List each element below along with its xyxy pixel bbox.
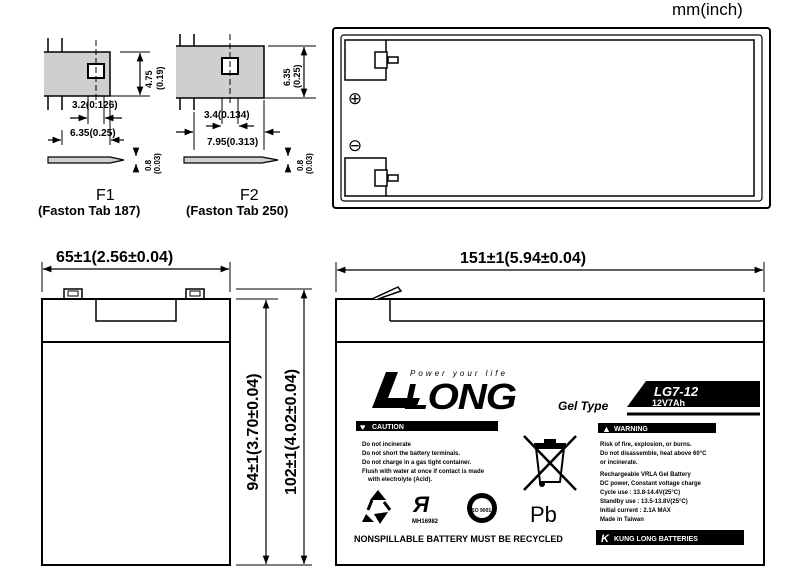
caution-item: Do not incinerate [362, 442, 412, 448]
length-dimension: 151±1(5.94±0.04) [460, 250, 586, 267]
warning-line: or incinerate. [600, 460, 638, 466]
warning-line: Cycle use : 13.8-14.4V(25°C) [600, 490, 680, 496]
caution-item: Do not short the battery terminals. [362, 451, 460, 457]
caution-icon: ♥ [360, 422, 365, 432]
caution-list: Do not incinerate Do not short the batte… [362, 442, 485, 483]
recycle-notice: NONSPILLABLE BATTERY MUST BE RECYCLED [354, 534, 563, 544]
spec-label: 12V7Ah [652, 398, 685, 408]
warning-line: Standby use : 13.5-13.8V(25°C) [600, 499, 688, 505]
f1-dim-thick-inch: (0.03) [153, 153, 162, 174]
battery-label: Power your life LONG Gel Type LG7-12 12V… [354, 369, 760, 545]
iso-mark: ISO 9001 [470, 508, 491, 514]
f1-name: F1 [96, 187, 115, 204]
unit-label: mm(inch) [672, 0, 743, 19]
f2-caption: (Faston Tab 250) [186, 203, 288, 218]
f2-dim-width: 7.95(0.313) [207, 137, 258, 148]
warning-triangle-icon: ▲ [602, 424, 611, 434]
caution-title: CAUTION [372, 424, 404, 431]
warning-line: Initial current : 2.1A MAX [600, 508, 671, 514]
maker-logo-icon: K [601, 533, 610, 545]
f2-dim-hole: 3.4(0.134) [204, 110, 250, 121]
gel-type-label: Gel Type [558, 399, 609, 413]
ul-mark-glyph: Я [412, 492, 430, 517]
warning-list: Risk of fire, explosion, or burns. Do no… [600, 442, 707, 523]
model-label: LG7-12 [654, 384, 699, 399]
container-height-dimension: 94±1(3.70±0.04) [245, 373, 262, 490]
battery-side-view [41, 262, 312, 566]
battery-top-view [332, 27, 771, 209]
caution-item: Flush with water at once if contact is m… [362, 469, 485, 475]
iso-seal-icon [467, 493, 497, 523]
battery-front-view [335, 262, 765, 566]
warning-title: WARNING [614, 426, 648, 433]
brand-name: LONG [404, 376, 516, 417]
f2-dim-thick-inch: (0.03) [305, 153, 314, 174]
negative-terminal-symbol: ⊖ [348, 136, 362, 155]
f1-dim-width: 6.35(0.25) [70, 128, 116, 139]
warning-line: Made in Taiwan [600, 517, 644, 523]
f2-dim-height-inch: (0.25) [292, 64, 302, 88]
positive-terminal-symbol: ⊕ [348, 89, 362, 108]
brand-tagline: Power your life [410, 369, 508, 378]
f1-dim-thick: 0.8 [144, 159, 153, 171]
warning-line: Risk of fire, explosion, or burns. [600, 442, 692, 448]
caution-item: Do not charge in a gas tight container. [362, 460, 471, 466]
warning-line: DC power, Constant voltage charge [600, 481, 702, 487]
f2-name: F2 [240, 187, 259, 204]
pb-symbol: Pb [530, 502, 557, 527]
f1-dim-height: 4.75 [144, 70, 154, 88]
warning-line: Rechargeable VRLA Gel Battery [600, 472, 691, 478]
recycle-icon [362, 490, 392, 524]
f1-dim-height-inch: (0.19) [155, 66, 165, 90]
terminal-f2-drawing [176, 34, 316, 173]
f2-dim-thick: 0.8 [296, 159, 305, 171]
f1-dim-hole: 3.2(0.126) [72, 100, 118, 111]
caution-item: with electrolyte (Acid). [367, 477, 432, 483]
brand-logo [372, 372, 420, 408]
ul-mark-icon: Я [412, 492, 430, 517]
width-dimension: 65±1(2.56±0.04) [56, 249, 173, 266]
warning-line: Do not disassemble, heat above 60°C [600, 451, 707, 457]
terminal-f1-drawing [44, 38, 150, 173]
ul-mark-code: MH16982 [412, 519, 439, 525]
f1-caption: (Faston Tab 187) [38, 203, 140, 218]
crossed-bin-icon [523, 435, 577, 491]
maker-name: KUNG LONG BATTERIES [614, 536, 698, 543]
total-height-dimension: 102±1(4.02±0.04) [283, 369, 300, 495]
f2-dim-height: 6.35 [282, 68, 292, 86]
